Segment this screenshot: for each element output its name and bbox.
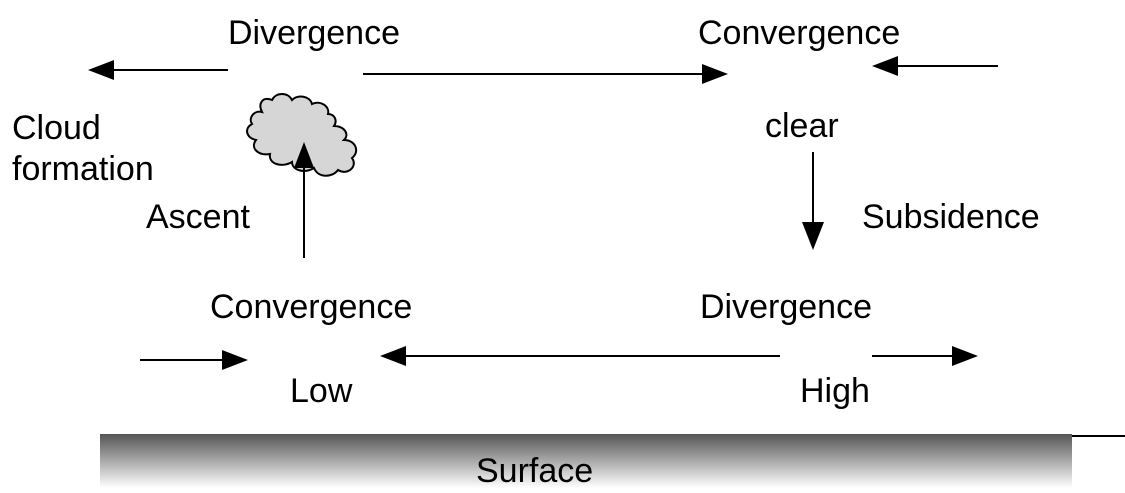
lower-surface-flow-arrow (380, 346, 780, 366)
upper-right-inflow-arrow (872, 56, 998, 76)
ascent-arrow (294, 142, 314, 258)
cloud-formation-label-line2: formation (12, 150, 154, 188)
high-pressure-label: High (800, 372, 870, 410)
convergence-upper-label: Convergence (698, 14, 900, 52)
divergence-upper-label: Divergence (228, 14, 400, 52)
cloud-formation-label-line1: Cloud (12, 109, 101, 147)
upper-left-outflow-arrow (88, 60, 228, 80)
upper-aloft-flow-arrow (363, 64, 728, 84)
ascent-label: Ascent (146, 198, 250, 236)
clear-label: clear (765, 107, 839, 145)
convergence-lower-label: Convergence (210, 288, 412, 326)
lower-left-inflow-arrow (140, 350, 248, 370)
cloud-icon (246, 93, 358, 177)
surface-label: Surface (476, 452, 593, 488)
lower-right-outflow-arrow (872, 346, 978, 366)
subsidence-arrow (802, 152, 824, 250)
low-pressure-label: Low (290, 372, 353, 410)
subsidence-label: Subsidence (862, 198, 1040, 236)
divergence-lower-label: Divergence (700, 288, 872, 326)
surface-band (100, 434, 1072, 488)
